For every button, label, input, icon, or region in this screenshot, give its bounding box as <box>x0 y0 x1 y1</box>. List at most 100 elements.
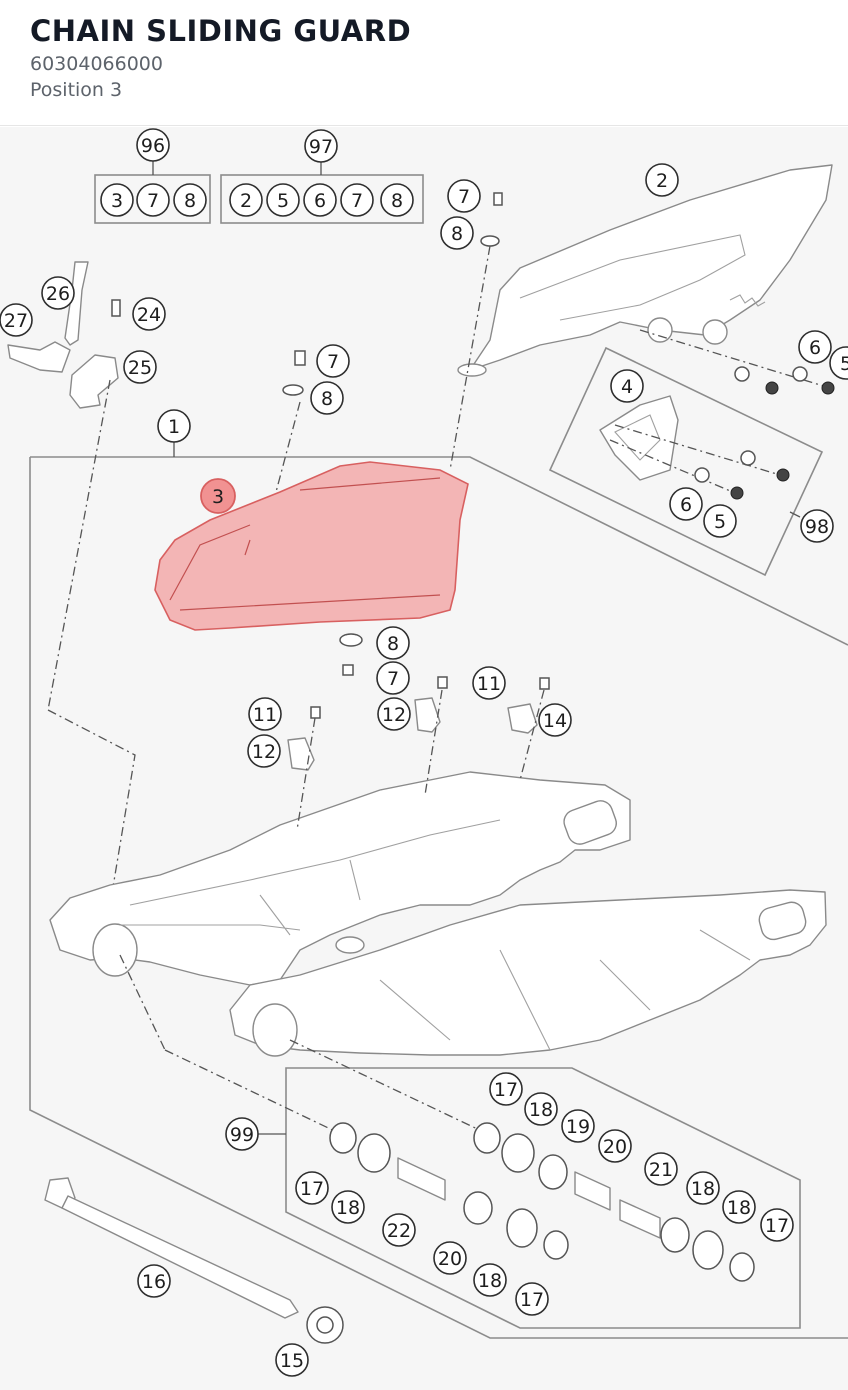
callout-c17d[interactable]: 17 <box>515 1282 549 1316</box>
callout-circle <box>376 661 410 695</box>
callout-c7a[interactable]: 7 <box>447 179 481 213</box>
callout-g96b[interactable]: 7 <box>136 183 170 217</box>
axis-sensor-2 <box>47 709 136 906</box>
callout-label: 15 <box>280 1350 304 1372</box>
callout-label: 5 <box>840 353 848 375</box>
callout-c17b[interactable]: 17 <box>295 1171 329 1205</box>
callout-c16[interactable]: 16 <box>137 1264 171 1298</box>
swingarm-axle-block <box>758 901 807 941</box>
callout-g97a[interactable]: 2 <box>229 183 263 217</box>
callout-g97c[interactable]: 6 <box>303 183 337 217</box>
callout-c18b[interactable]: 18 <box>331 1190 365 1224</box>
callout-label: 4 <box>621 376 633 398</box>
screw-top-2 <box>282 350 306 396</box>
callout-c20a[interactable]: 20 <box>598 1129 632 1163</box>
chain-guard-boss-1 <box>647 317 673 343</box>
callout-g97b[interactable]: 5 <box>266 183 300 217</box>
nut-set-upper <box>694 366 835 500</box>
callout-c7b[interactable]: 7 <box>316 344 350 378</box>
callout-circle <box>610 369 644 403</box>
callout-c6b[interactable]: 6 <box>669 487 703 521</box>
callout-c24[interactable]: 24 <box>132 297 166 331</box>
chain-guard-clip <box>457 363 487 377</box>
callout-c21[interactable]: 21 <box>644 1152 678 1186</box>
callout-c27[interactable]: 27 <box>0 303 33 337</box>
callout-label: 1 <box>168 416 180 438</box>
callout-circle <box>644 1152 678 1186</box>
callout-label: 17 <box>520 1289 544 1311</box>
highlighted-callout-circle <box>200 478 236 514</box>
callout-label: 14 <box>543 710 567 732</box>
callout-g97d[interactable]: 7 <box>340 183 374 217</box>
callout-c99[interactable]: 99 <box>225 1117 259 1151</box>
callout-c17a[interactable]: 17 <box>489 1072 523 1106</box>
callout-label: 8 <box>391 190 403 212</box>
callout-c18c[interactable]: 18 <box>686 1171 720 1205</box>
callout-circle <box>266 183 300 217</box>
callout-circle <box>722 1190 756 1224</box>
callout-label: 6 <box>809 337 821 359</box>
callout-c26[interactable]: 26 <box>41 276 75 310</box>
callout-circle <box>137 1264 171 1298</box>
callout-circle <box>377 697 411 731</box>
axis-pivot-right <box>289 1039 491 1136</box>
callout-c20b[interactable]: 20 <box>433 1241 467 1275</box>
callout-c14[interactable]: 14 <box>538 703 572 737</box>
callout-label: 99 <box>230 1124 254 1146</box>
callout-circle <box>538 703 572 737</box>
callout-c8a[interactable]: 8 <box>440 216 474 250</box>
callout-c12b[interactable]: 12 <box>377 697 411 731</box>
callout-c98[interactable]: 98 <box>800 509 834 543</box>
callout-c1[interactable]: 1 <box>157 409 191 443</box>
callout-label: 2 <box>656 170 668 192</box>
callout-c18d[interactable]: 18 <box>722 1190 756 1224</box>
callout-circle <box>703 504 737 538</box>
callout-c6a[interactable]: 6 <box>798 330 832 364</box>
callout-c18e[interactable]: 18 <box>473 1263 507 1297</box>
assembly-1-frame-top <box>30 456 848 646</box>
callout-g96a[interactable]: 3 <box>100 183 134 217</box>
callout-label: 18 <box>691 1178 715 1200</box>
callout-c8c[interactable]: 8 <box>376 626 410 660</box>
callout-c7c[interactable]: 7 <box>376 661 410 695</box>
callout-g97e[interactable]: 8 <box>380 183 414 217</box>
kit-99-box <box>285 1067 801 1329</box>
part-number: 60304066000 <box>30 53 163 75</box>
diagram-svg <box>7 160 848 1344</box>
callout-label: 12 <box>382 704 406 726</box>
callout-c15[interactable]: 15 <box>275 1343 309 1377</box>
axis-pivot-left <box>119 954 166 1051</box>
screw-bottom-2 <box>339 633 363 676</box>
callout-c19[interactable]: 19 <box>561 1109 595 1143</box>
callout-c11b[interactable]: 11 <box>472 666 506 700</box>
callout-c25[interactable]: 25 <box>123 350 157 384</box>
callout-label: 8 <box>184 190 196 212</box>
callout-label: 18 <box>529 1099 553 1121</box>
callout-label: 12 <box>252 741 276 763</box>
callout-c18a[interactable]: 18 <box>524 1092 558 1126</box>
callout-c22[interactable]: 22 <box>382 1213 416 1247</box>
callout-g96c[interactable]: 8 <box>173 183 207 217</box>
callout-c5b[interactable]: 5 <box>703 504 737 538</box>
callout-c8b[interactable]: 8 <box>310 381 344 415</box>
callout-label: 11 <box>477 673 501 695</box>
callout-label: 6 <box>680 494 692 516</box>
highlighted-callout[interactable]: 3 <box>200 478 236 514</box>
callout-c11a[interactable]: 11 <box>248 697 282 731</box>
callout-c2[interactable]: 2 <box>645 163 679 197</box>
callout-circle <box>303 183 337 217</box>
callout-label: 7 <box>147 190 159 212</box>
axis-bracket-2 <box>609 439 736 494</box>
callout-c12a[interactable]: 12 <box>247 734 281 768</box>
callout-c5a[interactable]: 5 <box>829 346 848 380</box>
chain-guard-boss-2 <box>702 319 728 345</box>
highlighted-chain-sliding-guard[interactable] <box>154 461 469 631</box>
callout-label: 7 <box>458 186 470 208</box>
callout-c96[interactable]: 96 <box>136 128 170 162</box>
sensor-25 <box>69 354 119 409</box>
axis-pivot-left-2 <box>164 1049 344 1136</box>
callout-c4[interactable]: 4 <box>610 369 644 403</box>
callout-c97[interactable]: 97 <box>304 129 338 163</box>
callout-circle <box>524 1092 558 1126</box>
callout-c17c[interactable]: 17 <box>760 1208 794 1242</box>
